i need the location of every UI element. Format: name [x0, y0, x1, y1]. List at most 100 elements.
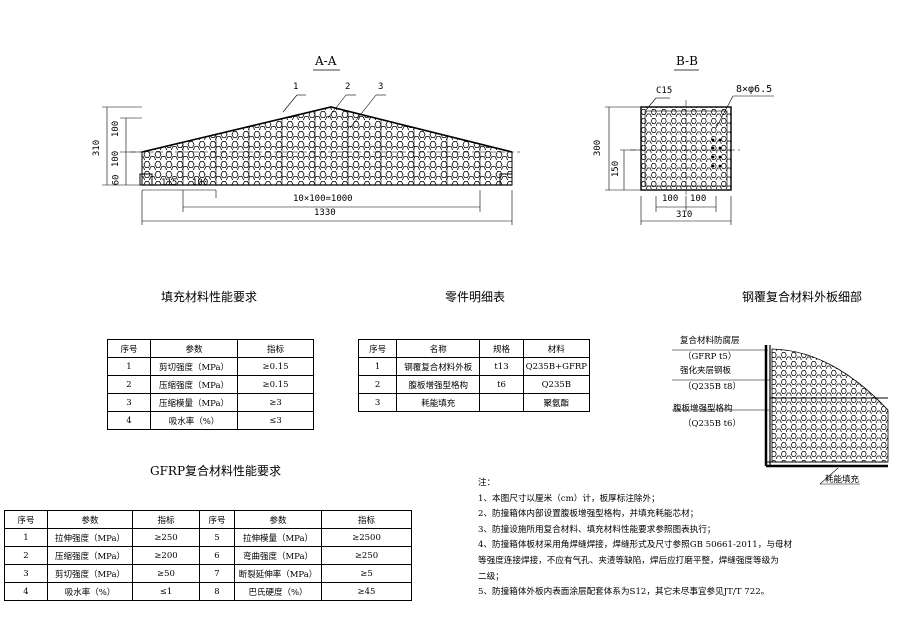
note-line: 2、防撞箱体内部设置腹板增强型格构，并填充耗能芯材； — [478, 509, 699, 520]
dim-100-mid: 100 — [111, 150, 122, 168]
cell: 1 — [357, 357, 398, 376]
notes-block: 注： 1、本图尺寸以厘米（cm）计，板厚标注除外； 2、防撞箱体内部设置腹板增强… — [478, 476, 888, 601]
cell: t6 — [479, 375, 524, 394]
callout-3: 3 — [378, 82, 384, 92]
col-header: 名称 — [396, 339, 481, 358]
cell: 弯曲强度（MPa） — [234, 546, 322, 565]
dim-span: 10×100=1000 — [293, 194, 353, 204]
callout-1: 1 — [293, 82, 299, 92]
cell: 断裂延伸率（MPa） — [234, 564, 322, 583]
cell: 4 — [107, 411, 151, 430]
dim-60: 60 — [111, 174, 122, 186]
aa-view-title: A-A — [315, 54, 337, 68]
parts-table-title: 零件明细表 — [445, 290, 506, 304]
cell: ≥0.15 — [237, 375, 314, 394]
cell: ≥5 — [321, 564, 412, 583]
aa-section-view — [102, 69, 520, 225]
bb-view-title: B-B — [676, 54, 698, 68]
cell: 1 — [107, 357, 151, 376]
callout-2: 2 — [345, 82, 351, 92]
cell: 拉伸强度（MPa） — [47, 528, 133, 547]
layer-steel-label: 强化夹层钢板 — [680, 366, 732, 376]
dim-100-bottom: 100 — [192, 178, 209, 188]
notes-heading: 注： — [478, 478, 496, 488]
cell: 6 — [199, 546, 235, 565]
cell: 5 — [199, 528, 235, 547]
dim-100-b: 100 — [690, 194, 707, 204]
cell: ≥45 — [321, 582, 412, 601]
cell: ≥250 — [132, 528, 200, 547]
table-header-row: 序号 参数 指标 序号 参数 指标 — [4, 510, 412, 529]
cell: ≥3 — [237, 393, 314, 412]
cell: 聚氨酯 — [522, 393, 591, 412]
col-header: 规格 — [479, 339, 524, 358]
cell: 4 — [4, 582, 48, 601]
cell: ≥0.15 — [237, 357, 314, 376]
table-header-row: 序号 参数 指标 — [107, 339, 314, 358]
cell: ≥2500 — [321, 528, 412, 547]
col-header: 指标 — [132, 510, 200, 529]
bb-section-view — [605, 69, 774, 225]
col-header: 指标 — [237, 339, 314, 358]
cell: ≤3 — [237, 411, 314, 430]
cell — [479, 393, 524, 412]
note-line: 二级； — [478, 571, 504, 582]
fill-label: 耗能填充 — [825, 475, 860, 485]
cell: 压缩模量（MPa） — [150, 393, 238, 412]
steel-panel-title: 钢覆复合材料外板细部 — [742, 290, 863, 304]
note-line: 3、防撞设施所用复合材料、填充材料性能要求参照图表执行； — [478, 524, 716, 535]
cell: ≥50 — [132, 564, 200, 583]
cell: Q235B — [522, 375, 591, 394]
cell: 钢覆复合材料外板 — [396, 357, 481, 376]
layer-gfrp-spec: （GFRP t5） — [683, 352, 737, 362]
cell: 腹板增强型格构 — [396, 375, 481, 394]
cell: 2 — [107, 375, 151, 394]
col-header: 材料 — [522, 339, 591, 358]
cell: 吸水率（%） — [47, 582, 133, 601]
cell: 拉伸模量（MPa） — [234, 528, 322, 547]
cell: 吸水率（%） — [150, 411, 238, 430]
layer-web-spec: （Q235B t6） — [683, 419, 741, 429]
cell: 3 — [4, 564, 48, 583]
note-line: 1、本图尺寸以厘米（cm）计，板厚标注除外； — [478, 493, 660, 504]
cell: 2 — [357, 375, 398, 394]
dim-100-a: 100 — [662, 194, 679, 204]
table-header-row: 序号 名称 规格 材料 — [357, 339, 591, 358]
col-header: 序号 — [4, 510, 48, 529]
cell: 剪切强度（MPa） — [47, 564, 133, 583]
cell: 巴氏硬度（%） — [234, 582, 322, 601]
cell: ≥200 — [132, 546, 200, 565]
layer-steel-spec: （Q235B t8） — [683, 382, 741, 392]
cell: 剪切强度（MPa） — [150, 357, 238, 376]
fill-table-title: 填充材料性能要求 — [161, 290, 258, 304]
cell: 3 — [107, 393, 151, 412]
col-header: 参数 — [150, 339, 238, 358]
cell: 7 — [199, 564, 235, 583]
cell: 2 — [4, 546, 48, 565]
dim-310: 310 — [92, 139, 103, 157]
c15-label: C15 — [656, 86, 673, 96]
dim-100-top: 100 — [111, 120, 122, 138]
bolt-label: 8×φ6.5 — [736, 84, 773, 95]
dim-300: 300 — [593, 139, 604, 157]
note-line: 等强度连接焊接，不应有气孔、夹渣等缺陷，焊后应打磨平整，焊缝强度等级为 — [478, 555, 779, 566]
layer-gfrp-label: 复合材料防腐层 — [680, 336, 740, 346]
col-header: 参数 — [47, 510, 133, 529]
cell: 8 — [199, 582, 235, 601]
note-line: 5、防撞箱体外板内表面涂层配套体系为S12，其它未尽事宜参见JT/T 722。 — [478, 587, 770, 598]
col-header: 参数 — [234, 510, 322, 529]
col-header: 序号 — [357, 339, 398, 358]
